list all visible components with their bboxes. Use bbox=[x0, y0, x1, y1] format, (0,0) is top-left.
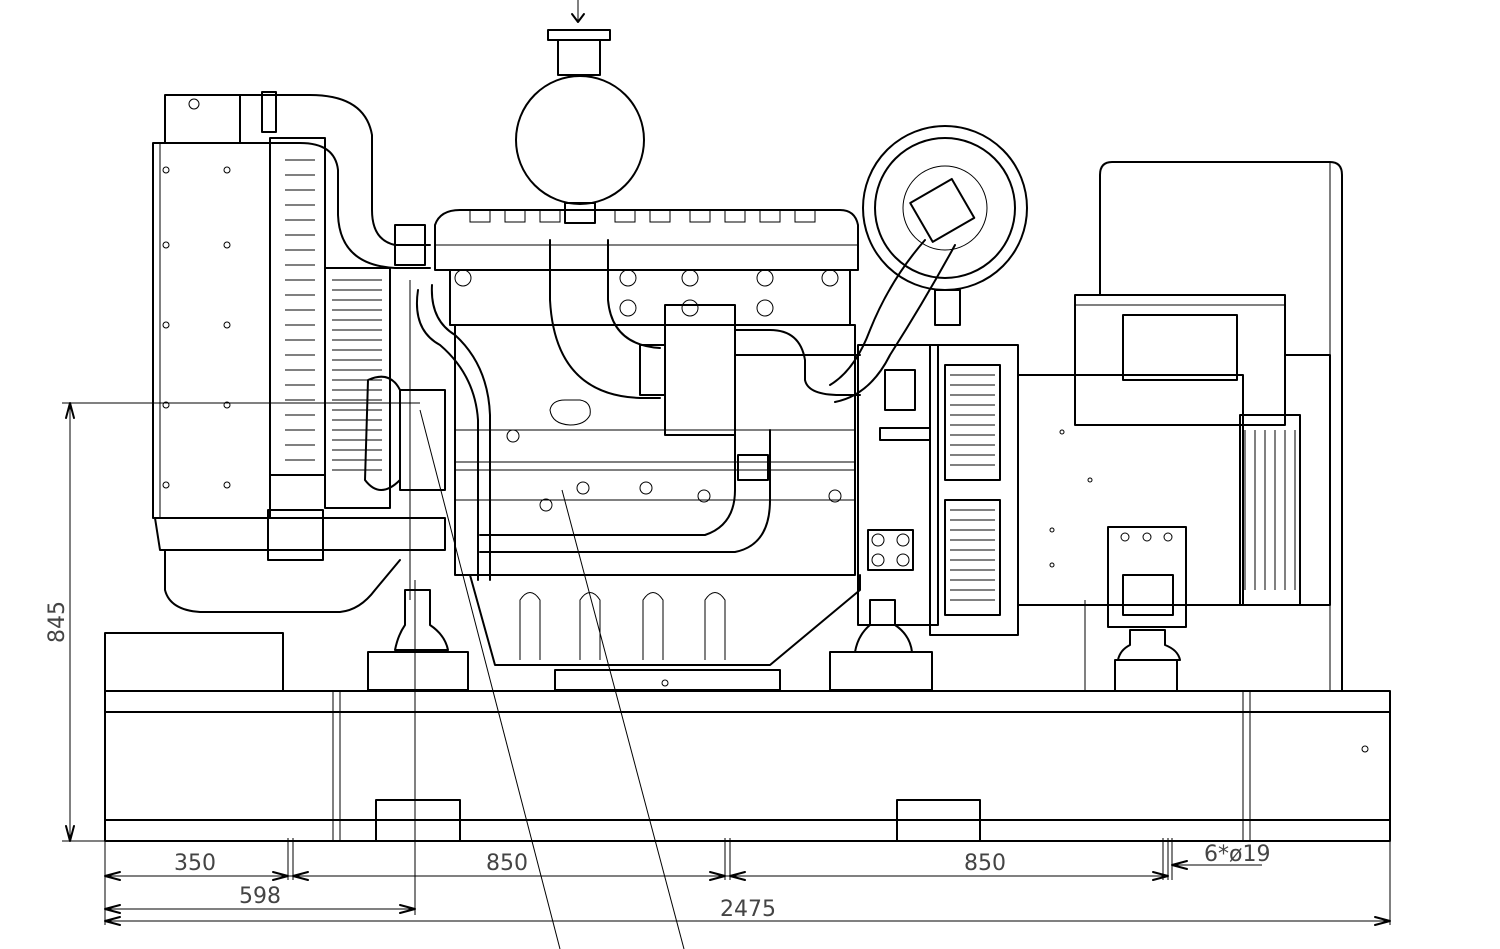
air-filter bbox=[829, 125, 1028, 403]
dim-598-label: 598 bbox=[239, 884, 281, 909]
mount-holes-label: 6*ø19 bbox=[1204, 842, 1270, 867]
flywheel-housing bbox=[857, 344, 939, 626]
alternator bbox=[1017, 161, 1343, 692]
engine-mount-left bbox=[367, 589, 469, 691]
radiator bbox=[152, 94, 446, 613]
dim-850-left-label: 850 bbox=[486, 851, 528, 876]
engine-mount-right bbox=[829, 599, 933, 691]
alternator-fan-guard bbox=[929, 344, 1019, 636]
front-cover bbox=[364, 224, 446, 600]
radiator-upper-hose bbox=[239, 91, 431, 269]
dim-2475-label: 2475 bbox=[720, 897, 776, 922]
height-dimension-label: 845 bbox=[45, 601, 70, 643]
leader-lines bbox=[419, 409, 685, 949]
exhaust-silencer bbox=[515, 0, 645, 224]
dim-350-label: 350 bbox=[174, 851, 216, 876]
dim-850-right-label: 850 bbox=[964, 851, 1006, 876]
base-frame bbox=[104, 690, 1391, 842]
dimension-horizontal: 350 850 850 6*ø19 598 2475 bbox=[104, 580, 1391, 926]
control-box bbox=[104, 632, 284, 692]
dimension-height: 845 bbox=[45, 402, 420, 842]
engine-block bbox=[416, 209, 861, 691]
